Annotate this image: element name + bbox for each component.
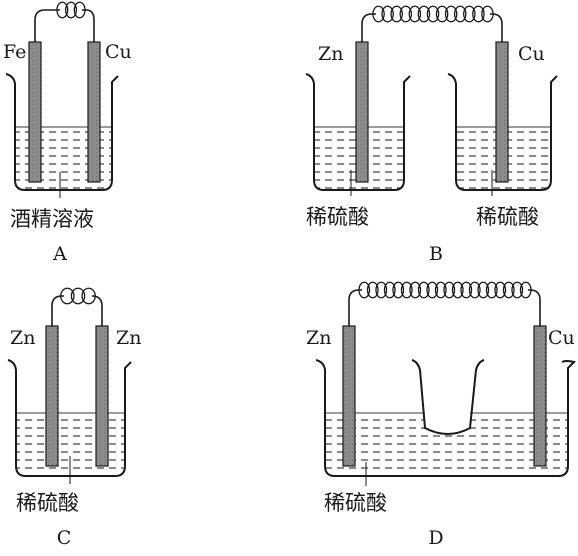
coil-loop — [70, 287, 86, 305]
panel-d-liquid — [325, 413, 568, 476]
panel-b-coil — [372, 5, 494, 23]
panel-d-coil — [358, 281, 532, 299]
panel-a-letter: A — [52, 243, 67, 265]
panel-d: Zn Cu 稀硫酸 D — [306, 281, 576, 549]
panel-c-wire-right — [91, 295, 103, 326]
panel-c-left-electrode — [45, 325, 59, 467]
coil-loop — [56, 1, 69, 19]
panel-d-center-divider — [411, 359, 485, 435]
panel-b-wire-left — [361, 13, 376, 42]
coil-loop — [472, 5, 485, 23]
coil-loop — [417, 5, 431, 23]
coil-loop — [426, 281, 439, 299]
panel-d-solution-label: 稀硫酸 — [324, 491, 387, 515]
panel-a-right-electrode — [87, 41, 101, 183]
panel-b-letter: B — [429, 243, 443, 265]
coil-loop — [366, 281, 379, 299]
panel-c-beaker — [7, 359, 132, 477]
coil-loop — [358, 281, 371, 299]
coil-loop — [443, 281, 456, 299]
panel-d-container — [315, 359, 576, 477]
panel-b-left-metal-label: Zn — [318, 43, 343, 65]
panel-b-right-solution-label: 稀硫酸 — [476, 205, 539, 229]
panel-c-right-electrode — [95, 325, 109, 467]
coil-loop — [485, 281, 498, 299]
coil-loop — [383, 281, 396, 299]
coil-loop — [519, 281, 532, 299]
coil-loop — [64, 1, 78, 19]
panel-d-right-metal-label: Cu — [548, 327, 575, 349]
panel-b-left-solution-label: 稀硫酸 — [306, 205, 369, 229]
coil-loop — [463, 5, 476, 23]
panel-a-left-metal-label: Fe — [3, 41, 26, 63]
panel-b-right-beaker — [447, 73, 558, 191]
coil-loop — [381, 5, 394, 23]
coil-loop — [453, 5, 467, 23]
coil-loop — [400, 281, 413, 299]
panel-d-left-metal-label: Zn — [306, 327, 331, 349]
coil-loop — [502, 281, 515, 299]
panel-d-right-electrode — [533, 325, 547, 467]
coil-loop — [375, 281, 388, 299]
coil-loop — [426, 5, 440, 23]
coil-loop — [73, 1, 86, 19]
coil-loop — [372, 5, 385, 23]
coil-loop — [408, 5, 422, 23]
panel-a: Fe Cu 酒精溶液 A — [3, 1, 132, 265]
panel-a-beaker — [5, 73, 119, 191]
panel-c-letter: C — [57, 527, 72, 549]
coil-loop — [434, 281, 447, 299]
panel-b: Zn Cu 稀硫酸 稀硫酸 B — [305, 5, 558, 265]
panel-a-right-metal-label: Cu — [105, 41, 132, 63]
coil-loop — [417, 281, 430, 299]
panel-a-coil — [56, 1, 86, 19]
coil-loop — [444, 5, 458, 23]
panel-a-left-electrode — [28, 41, 42, 183]
coil-loop — [390, 5, 403, 23]
panel-c: Zn Zn 稀硫酸 C — [7, 287, 141, 549]
coil-loop — [81, 287, 96, 305]
panel-a-wire — [34, 9, 60, 42]
panel-b-right-electrode — [495, 41, 509, 183]
panel-b-left-electrode — [355, 41, 369, 183]
panel-d-left-electrode — [342, 325, 356, 467]
coil-loop — [60, 287, 75, 305]
coil-loop — [481, 5, 494, 23]
panel-a-wire-right — [82, 9, 95, 42]
coil-loop — [435, 5, 449, 23]
panel-b-right-metal-label: Cu — [518, 43, 545, 65]
panel-d-wire-right — [528, 289, 541, 326]
panel-c-solution-label: 稀硫酸 — [16, 491, 79, 515]
panel-c-wire-left — [51, 295, 64, 326]
coil-loop — [451, 281, 464, 299]
coil-loop — [511, 281, 524, 299]
panel-b-left-beaker — [305, 73, 411, 191]
coil-loop — [399, 5, 413, 23]
panel-b-wire-right — [490, 13, 503, 42]
coil-loop — [409, 281, 422, 299]
coil-loop — [392, 281, 405, 299]
coil-loop — [468, 281, 481, 299]
panel-c-coil — [60, 287, 96, 305]
panel-c-right-metal-label: Zn — [116, 327, 141, 349]
coil-loop — [477, 281, 490, 299]
coil-loop — [494, 281, 507, 299]
coil-loop — [460, 281, 473, 299]
panel-a-solution-label: 酒精溶液 — [10, 207, 94, 231]
panel-d-letter: D — [428, 527, 443, 549]
panel-c-left-metal-label: Zn — [10, 327, 35, 349]
